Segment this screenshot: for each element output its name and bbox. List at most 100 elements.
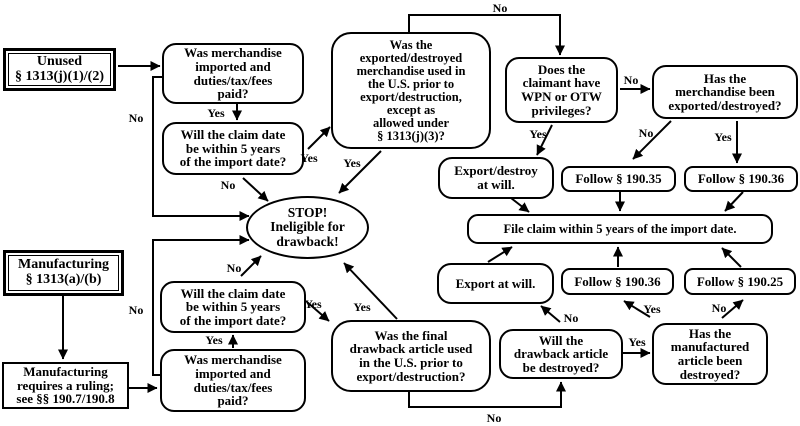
edge-label-yes-drawback: Yes bbox=[628, 335, 646, 349]
arrow-final-no-to-drawback bbox=[408, 381, 566, 408]
node-follow-190-35: Follow § 190.35 bbox=[561, 166, 676, 192]
node-text-line: merchandise been bbox=[675, 84, 775, 100]
arrow-claimbot-yes-to-final bbox=[306, 301, 330, 322]
edge-label-no-bottom-path: No bbox=[486, 411, 502, 425]
node-text-line: Ineligible for bbox=[270, 219, 345, 235]
arrow-hasmerch-no-to-19035 bbox=[632, 120, 672, 160]
edge-label-yes-has-merch: Yes bbox=[714, 130, 732, 144]
node-text-line: exported/destroyed bbox=[359, 50, 463, 65]
node-file-claim: File claim within 5 years of the import … bbox=[467, 214, 773, 244]
node-text-line: export/destruction? bbox=[356, 368, 466, 384]
edge-label-yes-merch-bottom: Yes bbox=[205, 333, 223, 347]
node-text-line: Export at will. bbox=[455, 275, 536, 291]
node-text-line: of the import date? bbox=[179, 312, 287, 328]
edge-label-yes-exported-stop: Yes bbox=[343, 156, 361, 170]
arrow-19036top-to-fileclaim bbox=[724, 191, 744, 212]
node-text-line: Has the bbox=[688, 325, 732, 341]
edge-label-yes-claimant: Yes bbox=[529, 127, 547, 141]
edge-label-no-claimant: No bbox=[623, 73, 639, 87]
node-text-line: imported and bbox=[195, 365, 271, 381]
node-text-line: Follow § 190.35 bbox=[575, 171, 662, 187]
edge-label-no-claim-bottom: No bbox=[226, 261, 242, 275]
node-text-line: Manufacturing bbox=[23, 364, 108, 380]
edge-label-yes-merch-top: Yes bbox=[207, 106, 225, 120]
edge-label-yes-manufactured: Yes bbox=[643, 302, 661, 316]
node-text-line: Will the bbox=[538, 332, 584, 348]
node-text-line: be within 5 years bbox=[185, 140, 281, 156]
node-text-line: Was the bbox=[389, 37, 433, 52]
edge-label-no-left-top: No bbox=[128, 111, 144, 125]
node-text-line: WPN or OTW bbox=[521, 89, 602, 104]
node-text-line: Will the claim date bbox=[180, 127, 286, 143]
arrow-claimbot-no-to-stop bbox=[240, 255, 262, 277]
edge-label-no-top: No bbox=[492, 1, 508, 15]
node-text-line: Follow § 190.36 bbox=[574, 273, 661, 289]
arrow-claimtop-yes-to-exported bbox=[307, 126, 331, 150]
edge-label-yes-claim-top: Yes bbox=[300, 151, 318, 165]
node-text-line: Unused bbox=[36, 53, 83, 69]
node-text-line: § 1313(j)(3)? bbox=[377, 128, 445, 143]
node-text-line: paid? bbox=[217, 393, 249, 409]
arrow-exported-yes-to-stop bbox=[338, 150, 382, 194]
node-text-line: § 1313(a)/(b) bbox=[25, 272, 102, 287]
node-text-line: drawback article used bbox=[349, 341, 473, 357]
node-text-line: Was merchandise bbox=[184, 45, 282, 61]
node-text-line: imported and bbox=[195, 58, 271, 74]
node-text-line: privileges? bbox=[531, 102, 592, 118]
node-text-line: destroyed? bbox=[679, 366, 741, 382]
arrow-final-yes-to-stop bbox=[343, 262, 398, 320]
edge-label-no-drawback: No bbox=[563, 311, 579, 325]
edge-label-yes-claim-bottom: Yes bbox=[304, 297, 322, 311]
arrow-claimant-yes-to-exportdestroy bbox=[536, 124, 553, 156]
arrow-manufactured-no-to-19025 bbox=[721, 299, 744, 319]
node-text-line: of the import date? bbox=[179, 154, 287, 170]
node-text-line: Follow § 190.36 bbox=[697, 171, 785, 187]
node-text-line: Was merchandise bbox=[184, 352, 282, 368]
edge-label-no-left-bottom: No bbox=[128, 303, 144, 317]
node-text-line: allowed under bbox=[372, 115, 450, 130]
node-unused-1313j: Unused§ 1313(j)(1)/(2) bbox=[3, 48, 116, 91]
node-manufacturing-1313ab: Manufacturing§ 1313(a)/(b) bbox=[3, 250, 124, 296]
arrow-merchbot-no-to-stop bbox=[152, 235, 250, 376]
node-text-line: Follow § 190.25 bbox=[696, 273, 784, 289]
edge-label-no-manufactured: No bbox=[711, 301, 727, 315]
node-text-line: duties/tax/fees bbox=[193, 72, 273, 88]
node-text-line: export/destruction, bbox=[360, 89, 462, 104]
node-text-line: the U.S. prior to bbox=[367, 76, 455, 91]
arrow-exported-no-to-claimant bbox=[408, 14, 565, 56]
node-text-line: drawback! bbox=[276, 233, 339, 249]
node-text-line: at will. bbox=[477, 177, 515, 192]
node-text-line: Will the claim date bbox=[180, 285, 286, 301]
node-export-at-will: Export at will. bbox=[437, 263, 554, 304]
node-text-line: claimant have bbox=[522, 75, 601, 91]
arrow-claimtop-no-to-stop bbox=[242, 177, 269, 202]
edge-label-no-claim-top: No bbox=[220, 178, 236, 192]
node-text-line: exported/destroyed? bbox=[668, 97, 782, 113]
arrow-exportdestroy-to-fileclaim bbox=[510, 197, 530, 213]
node-text-line: be within 5 years bbox=[185, 299, 281, 315]
arrow-manufactured-yes-to-19036bot bbox=[623, 300, 651, 318]
node-text-line: requires a ruling; bbox=[16, 377, 115, 393]
node-text-line: be destroyed? bbox=[522, 359, 600, 375]
node-follow-190-25: Follow § 190.25 bbox=[684, 268, 796, 295]
node-follow-190-36-top: Follow § 190.36 bbox=[684, 166, 798, 192]
arrow-exportatwill-to-fileclaim bbox=[487, 246, 513, 263]
node-text-line: File claim within 5 years of the import … bbox=[503, 221, 737, 236]
node-text-line: Manufacturing bbox=[18, 257, 109, 273]
node-text-line: Export/destroy bbox=[454, 163, 538, 179]
node-text-line: duties/tax/fees bbox=[193, 379, 273, 395]
